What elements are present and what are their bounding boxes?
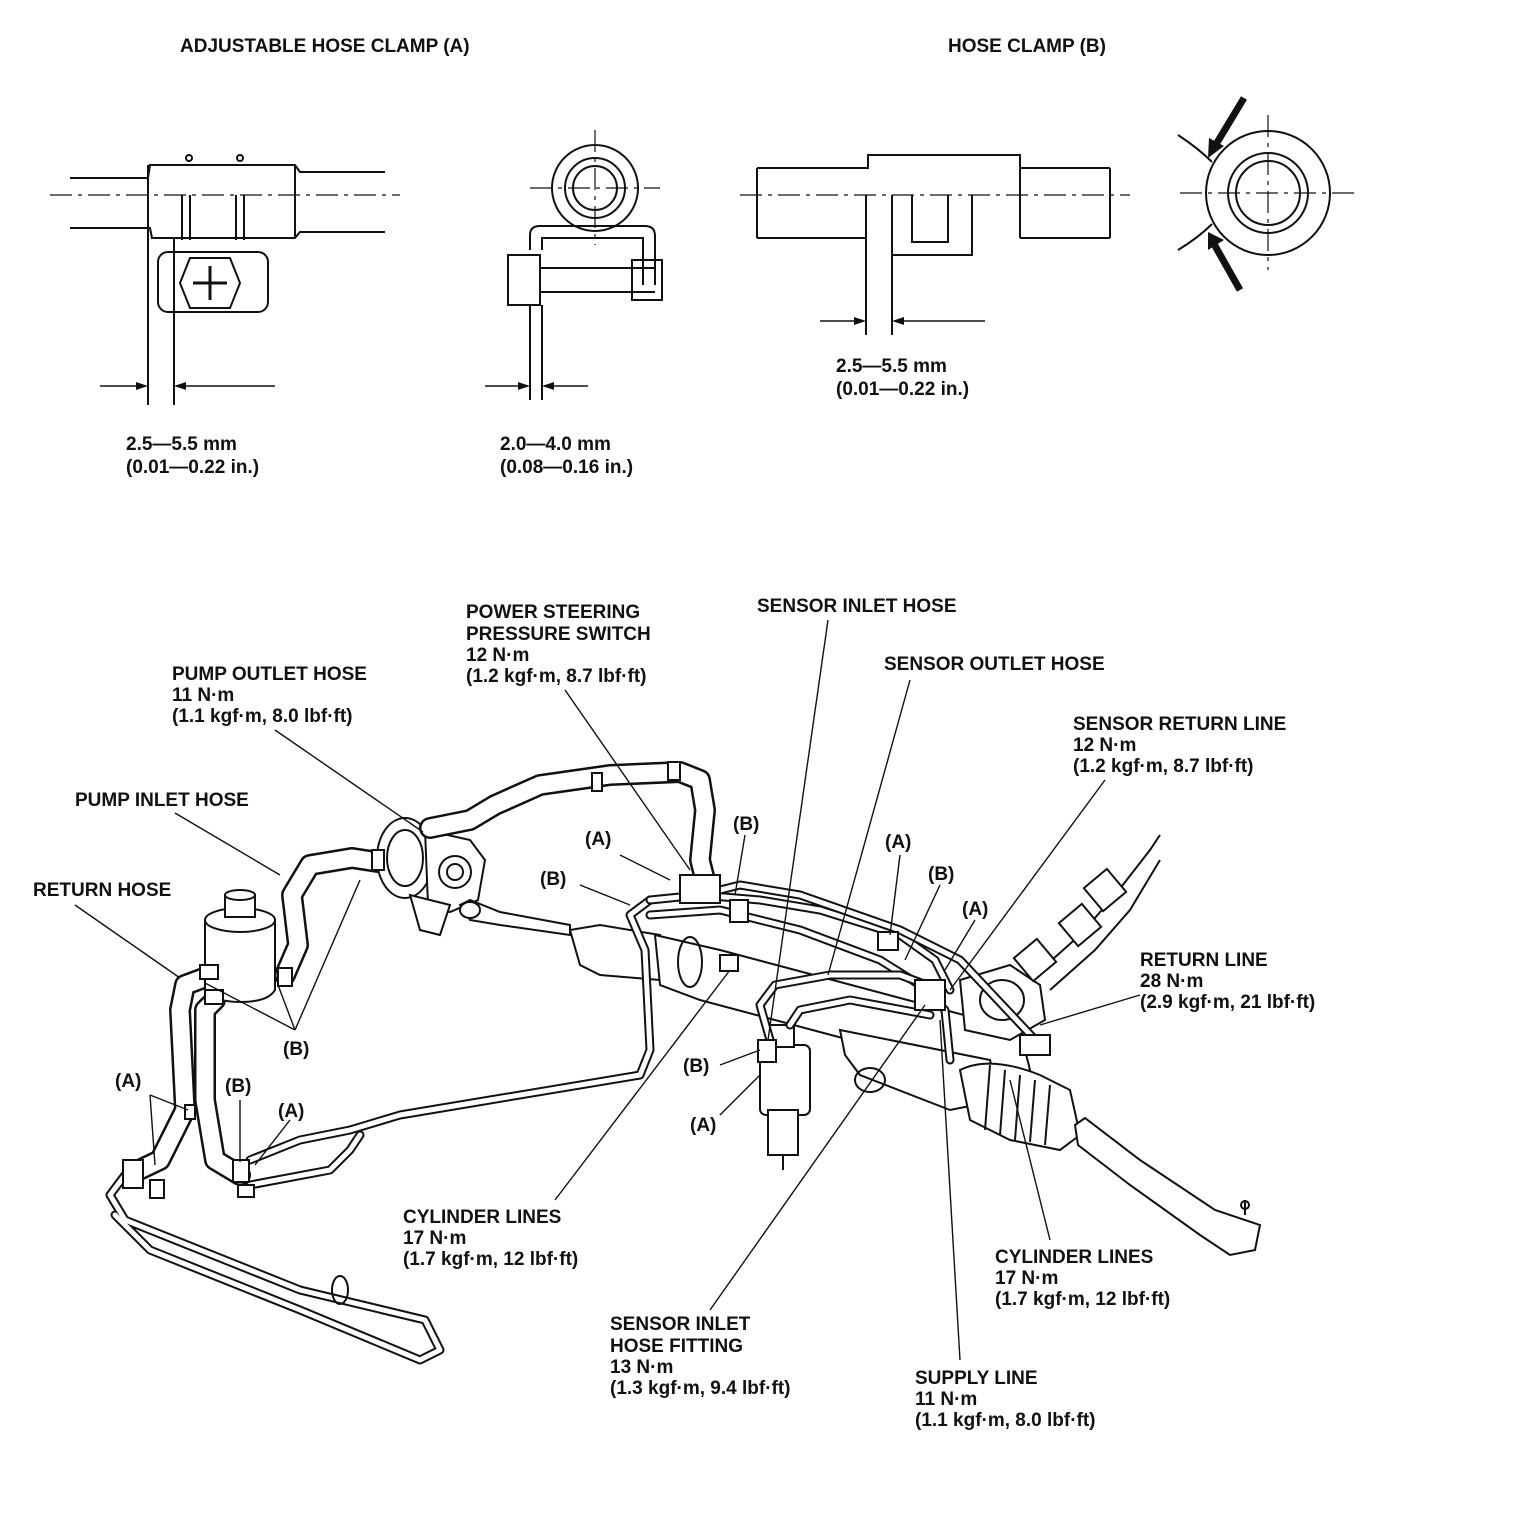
steering-gearbox bbox=[958, 834, 1161, 1042]
clamp-markers-on-diagram bbox=[122, 849, 1051, 1199]
cylinder-lines-right-torque-alt: (1.7 kgf·m, 12 lbf·ft) bbox=[995, 1289, 1170, 1310]
sensor-hoses bbox=[755, 970, 945, 1045]
sensor-return-line-torque: 12 N·m bbox=[1073, 735, 1136, 756]
steering-rack bbox=[568, 923, 1262, 1257]
marker-b-rack-mid: (B) bbox=[928, 864, 954, 885]
adjustable-clamp-gap1-in: (0.01—0.22 in.) bbox=[126, 457, 259, 478]
hose-clamp-b-detail: HOSE CLAMP (B) 2.5—5.5 mm (0.01—0.22 in.… bbox=[740, 36, 1360, 400]
pump-inlet-hose-label: PUMP INLET HOSE bbox=[75, 790, 249, 811]
return-cooler-loop bbox=[105, 1170, 445, 1365]
marker-a-cylinder-pipe: (A) bbox=[278, 1101, 304, 1122]
ps-switch-label-line1: POWER STEERING bbox=[466, 602, 640, 623]
sensor-outlet-hose-label: SENSOR OUTLET HOSE bbox=[884, 654, 1105, 675]
marker-a-rack-left: (A) bbox=[585, 829, 611, 850]
fluid-reservoir bbox=[204, 889, 276, 1004]
return-line-torque-alt: (2.9 kgf·m, 21 lbf·ft) bbox=[1140, 992, 1315, 1013]
marker-b-sensor: (B) bbox=[683, 1056, 709, 1077]
hose-clamp-b-title: HOSE CLAMP (B) bbox=[948, 36, 1106, 57]
hose-clamp-b-side-view bbox=[740, 154, 1130, 335]
adjustable-clamp-gap2-mm: 2.0—4.0 mm bbox=[500, 434, 611, 455]
pump-outlet-hose-torque: 11 N·m bbox=[172, 685, 234, 706]
marker-b-reservoir: (B) bbox=[283, 1039, 309, 1060]
sensor-unit bbox=[759, 1024, 811, 1170]
sensor-inlet-fitting-torque: 13 N·m bbox=[610, 1357, 673, 1378]
power-steering-pump bbox=[376, 817, 487, 937]
adjustable-clamp-end-view bbox=[485, 130, 663, 400]
marker-b-rack-left: (B) bbox=[540, 869, 566, 890]
return-hose-label: RETURN HOSE bbox=[33, 880, 171, 901]
adjustable-hose-clamp-title: ADJUSTABLE HOSE CLAMP (A) bbox=[180, 36, 470, 57]
hose-clamp-b-end-view bbox=[1177, 96, 1360, 292]
return-hose bbox=[124, 964, 251, 1186]
leader-lines bbox=[74, 619, 1141, 1361]
callout-return-line: RETURN LINE 28 N·m (2.9 kgf·m, 21 lbf·ft… bbox=[1140, 950, 1315, 1013]
callout-supply-line: SUPPLY LINE 11 N·m (1.1 kgf·m, 8.0 lbf·f… bbox=[915, 1368, 1096, 1431]
supply-line-torque-alt: (1.1 kgf·m, 8.0 lbf·ft) bbox=[915, 1410, 1096, 1431]
sensor-inlet-fitting-label-line1: SENSOR INLET bbox=[610, 1314, 751, 1335]
ps-switch-torque-alt: (1.2 kgf·m, 8.7 lbf·ft) bbox=[466, 666, 647, 687]
adjustable-clamp-gap1-mm: 2.5—5.5 mm bbox=[126, 434, 237, 455]
hose-clamp-b-gap-in: (0.01—0.22 in.) bbox=[836, 379, 969, 400]
cylinder-lines-left-torque-alt: (1.7 kgf·m, 12 lbf·ft) bbox=[403, 1249, 578, 1270]
sensor-return-line-label: SENSOR RETURN LINE bbox=[1073, 714, 1286, 735]
marker-a-return-left: (A) bbox=[115, 1071, 141, 1092]
callout-sensor-inlet-hose-fitting: SENSOR INLET HOSE FITTING 13 N·m (1.3 kg… bbox=[610, 1314, 791, 1399]
callout-cylinder-lines-right: CYLINDER LINES 17 N·m (1.7 kgf·m, 12 lbf… bbox=[995, 1247, 1170, 1310]
adjustable-hose-clamp-detail: ADJUSTABLE HOSE CLAMP (A) 2.5—5.5 mm (0.… bbox=[50, 36, 663, 478]
marker-b-rack-top: (B) bbox=[733, 814, 759, 835]
supply-line-label: SUPPLY LINE bbox=[915, 1368, 1038, 1389]
callout-pump-outlet-hose: PUMP OUTLET HOSE 11 N·m (1.1 kgf·m, 8.0 … bbox=[172, 664, 367, 727]
marker-a-rack-right: (A) bbox=[962, 899, 988, 920]
pump-outlet-hose bbox=[419, 761, 716, 891]
system-assembly-drawing bbox=[74, 619, 1262, 1365]
cylinder-lines-right-label: CYLINDER LINES bbox=[995, 1247, 1153, 1268]
adjustable-clamp-gap2-in: (0.08—0.16 in.) bbox=[500, 457, 633, 478]
ps-switch-torque: 12 N·m bbox=[466, 645, 529, 666]
supply-line-torque: 11 N·m bbox=[915, 1389, 977, 1410]
clamp-type-markers: (B) (A) (B) (A) (A) (B) (B) (A) (B) (A) … bbox=[115, 814, 988, 1136]
sensor-inlet-fitting-label-line2: HOSE FITTING bbox=[610, 1336, 743, 1357]
sensor-inlet-fitting-torque-alt: (1.3 kgf·m, 9.4 lbf·ft) bbox=[610, 1378, 791, 1399]
marker-b-return-mid: (B) bbox=[225, 1076, 251, 1097]
callout-sensor-return-line: SENSOR RETURN LINE 12 N·m (1.2 kgf·m, 8.… bbox=[1073, 714, 1286, 777]
marker-a-rack-mid: (A) bbox=[885, 832, 911, 853]
pump-outlet-hose-label: PUMP OUTLET HOSE bbox=[172, 664, 367, 685]
adjustable-clamp-side-view bbox=[50, 154, 400, 405]
tie-rod-left bbox=[458, 898, 571, 937]
callout-power-steering-pressure-switch: POWER STEERING PRESSURE SWITCH 12 N·m (1… bbox=[466, 602, 651, 687]
pump-inlet-hose bbox=[274, 847, 389, 986]
hose-clamp-b-gap-mm: 2.5—5.5 mm bbox=[836, 356, 947, 377]
cylinder-lines-left-label: CYLINDER LINES bbox=[403, 1207, 561, 1228]
sensor-inlet-hose-label: SENSOR INLET HOSE bbox=[757, 596, 957, 617]
return-line-label: RETURN LINE bbox=[1140, 950, 1268, 971]
return-line-torque: 28 N·m bbox=[1140, 971, 1203, 992]
sensor-return-line-torque-alt: (1.2 kgf·m, 8.7 lbf·ft) bbox=[1073, 756, 1254, 777]
ps-switch-label-line2: PRESSURE SWITCH bbox=[466, 624, 651, 645]
cylinder-lines-left-torque: 17 N·m bbox=[403, 1228, 466, 1249]
cylinder-lines-right-torque: 17 N·m bbox=[995, 1268, 1058, 1289]
callout-cylinder-lines-left: CYLINDER LINES 17 N·m (1.7 kgf·m, 12 lbf… bbox=[403, 1207, 578, 1270]
pump-outlet-hose-torque-alt: (1.1 kgf·m, 8.0 lbf·ft) bbox=[172, 706, 353, 727]
marker-a-sensor: (A) bbox=[690, 1115, 716, 1136]
